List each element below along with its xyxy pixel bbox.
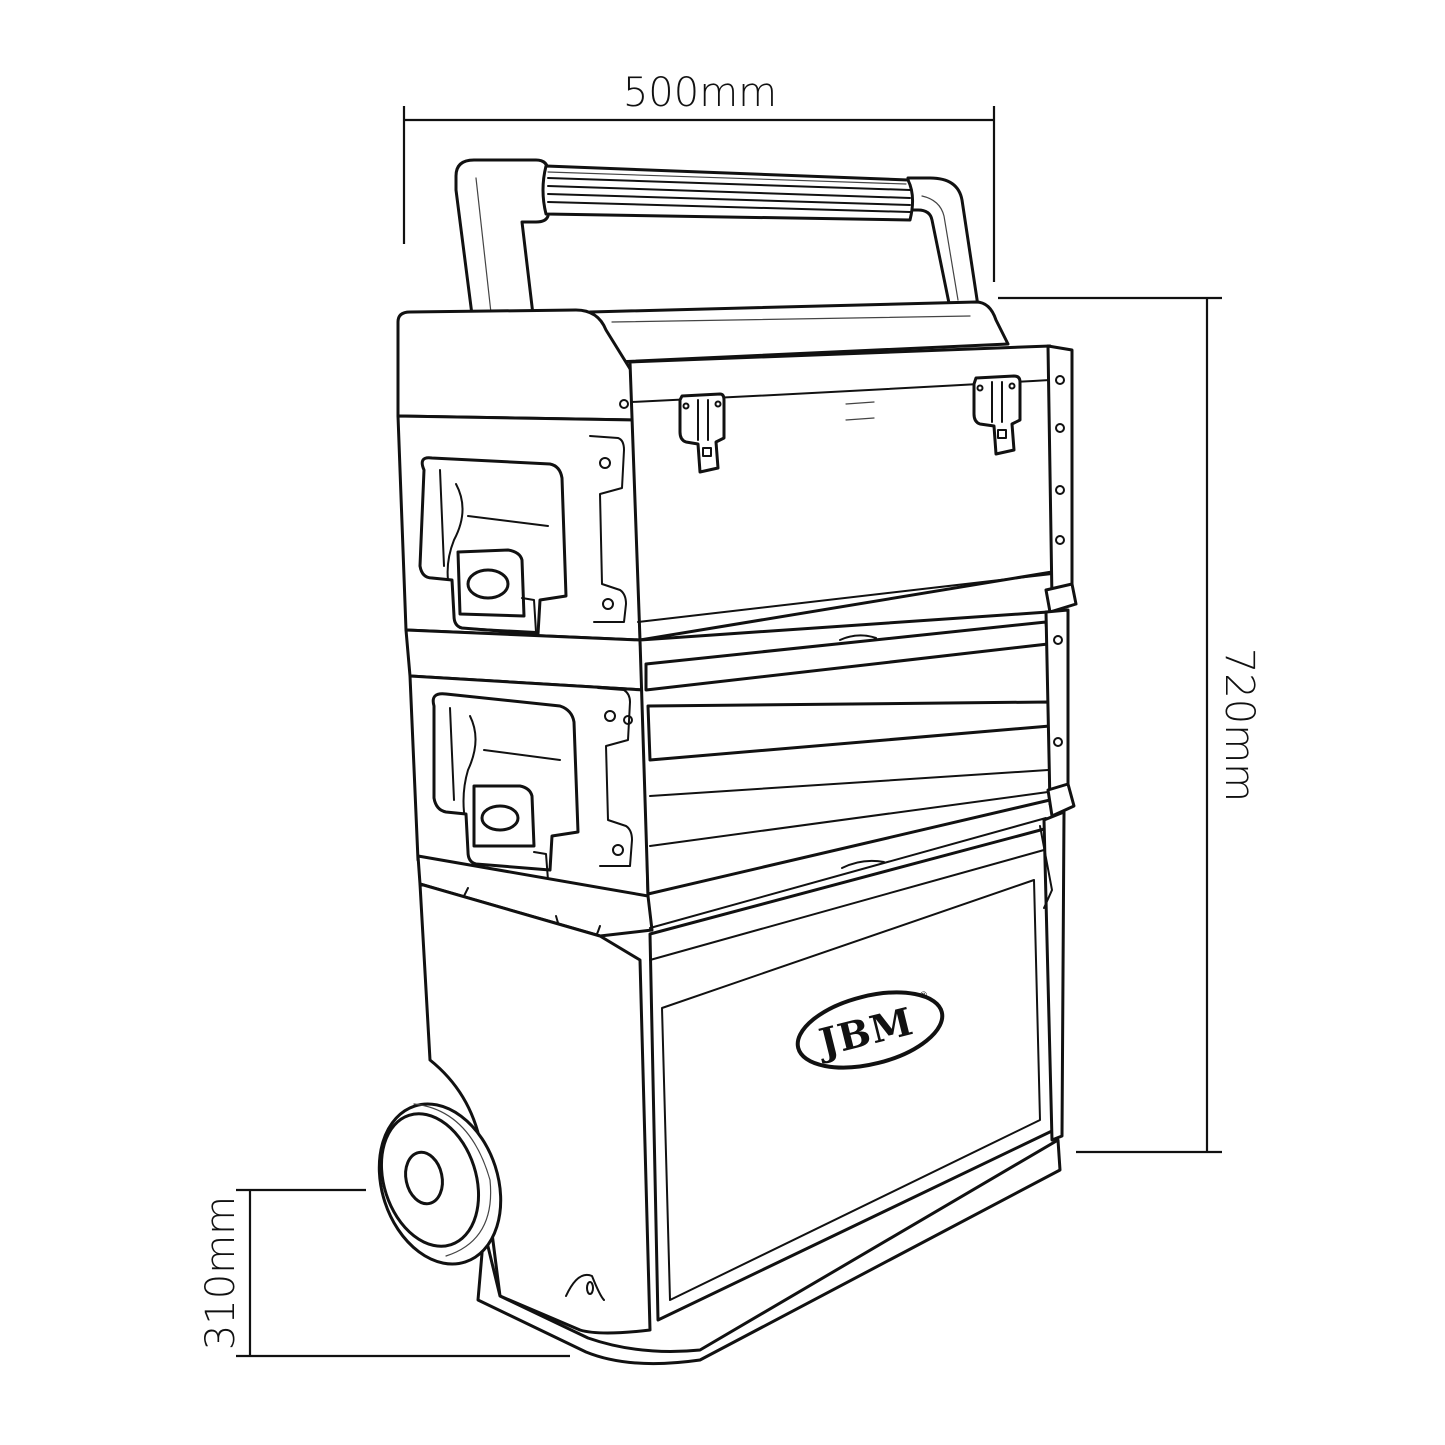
middle-right-rivet bbox=[1053, 737, 1063, 747]
handle-grip bbox=[541, 164, 915, 222]
middle-right-clip bbox=[1046, 782, 1076, 818]
base-foot-tab bbox=[565, 1274, 605, 1301]
bottom-front-panel bbox=[648, 826, 1056, 1322]
middle-bottom-edge bbox=[649, 817, 1047, 929]
side-clamp-top bbox=[418, 456, 568, 636]
side-bracket-hole bbox=[599, 457, 611, 469]
brand-logo: JBM ® bbox=[795, 990, 945, 1070]
bottom-top-strap bbox=[416, 854, 654, 938]
handle-right-highlight bbox=[921, 195, 959, 301]
top-lid-highlight bbox=[611, 315, 971, 323]
depth-dimension: 310mm bbox=[198, 1188, 570, 1358]
height-label: 720mm bbox=[1216, 648, 1262, 802]
wheel-tire bbox=[377, 1102, 503, 1266]
handle-right-upright bbox=[906, 176, 980, 310]
trolley-base-foot bbox=[476, 1138, 1062, 1366]
middle-drawer-lower-rail bbox=[649, 769, 1049, 797]
endcap-rivet bbox=[619, 399, 629, 409]
side-bracket-hole bbox=[623, 715, 633, 725]
wheel bbox=[377, 1102, 503, 1266]
side-bracket-top bbox=[589, 435, 627, 623]
middle-right-rivet bbox=[1053, 635, 1063, 645]
lid-latch-right bbox=[972, 374, 1022, 456]
top-right-clip bbox=[1044, 582, 1078, 614]
height-dimension: 720mm bbox=[998, 296, 1262, 1154]
top-front-bottom-rail bbox=[637, 573, 1053, 623]
lid-latch-left bbox=[678, 392, 726, 474]
middle-drawer-module bbox=[404, 608, 1076, 902]
width-label: 500mm bbox=[623, 70, 777, 116]
depth-label: 310mm bbox=[198, 1196, 244, 1350]
lid-seam-marks bbox=[845, 401, 875, 421]
bottom-front-top-rail bbox=[649, 849, 1045, 961]
bottom-front-pull bbox=[841, 859, 885, 869]
telescopic-handle bbox=[454, 158, 980, 370]
side-bracket-hole bbox=[602, 598, 614, 610]
wheel-rim bbox=[379, 1112, 481, 1248]
top-right-rivets bbox=[1055, 375, 1065, 545]
side-bracket-hole bbox=[604, 710, 616, 722]
side-bracket-middle bbox=[597, 687, 633, 867]
bottom-left-side-panel bbox=[418, 882, 652, 1335]
middle-right-post bbox=[1044, 608, 1070, 806]
side-bracket-hole bbox=[612, 844, 624, 856]
wheel-hub-icon bbox=[404, 1150, 444, 1206]
bottom-storage-module: JBM ® bbox=[416, 810, 1066, 1366]
brand-logo-oval bbox=[795, 990, 945, 1070]
middle-drawer-upper-pull bbox=[839, 634, 877, 641]
bottom-right-post bbox=[1042, 810, 1066, 1142]
base-foot-rivet bbox=[586, 1281, 594, 1295]
middle-drawer-lower-bottom bbox=[649, 791, 1049, 847]
handle-grip-ridges bbox=[547, 171, 911, 213]
top-left-endcap bbox=[396, 308, 640, 422]
bottom-right-post-detail bbox=[1039, 825, 1053, 909]
bottom-front-inner-panel bbox=[661, 879, 1041, 1301]
wheel-tread-highlight bbox=[413, 1103, 492, 1257]
top-tray-module bbox=[396, 300, 1078, 642]
width-dimension: 500mm bbox=[402, 70, 996, 282]
brand-registered-mark: ® bbox=[918, 990, 929, 1002]
